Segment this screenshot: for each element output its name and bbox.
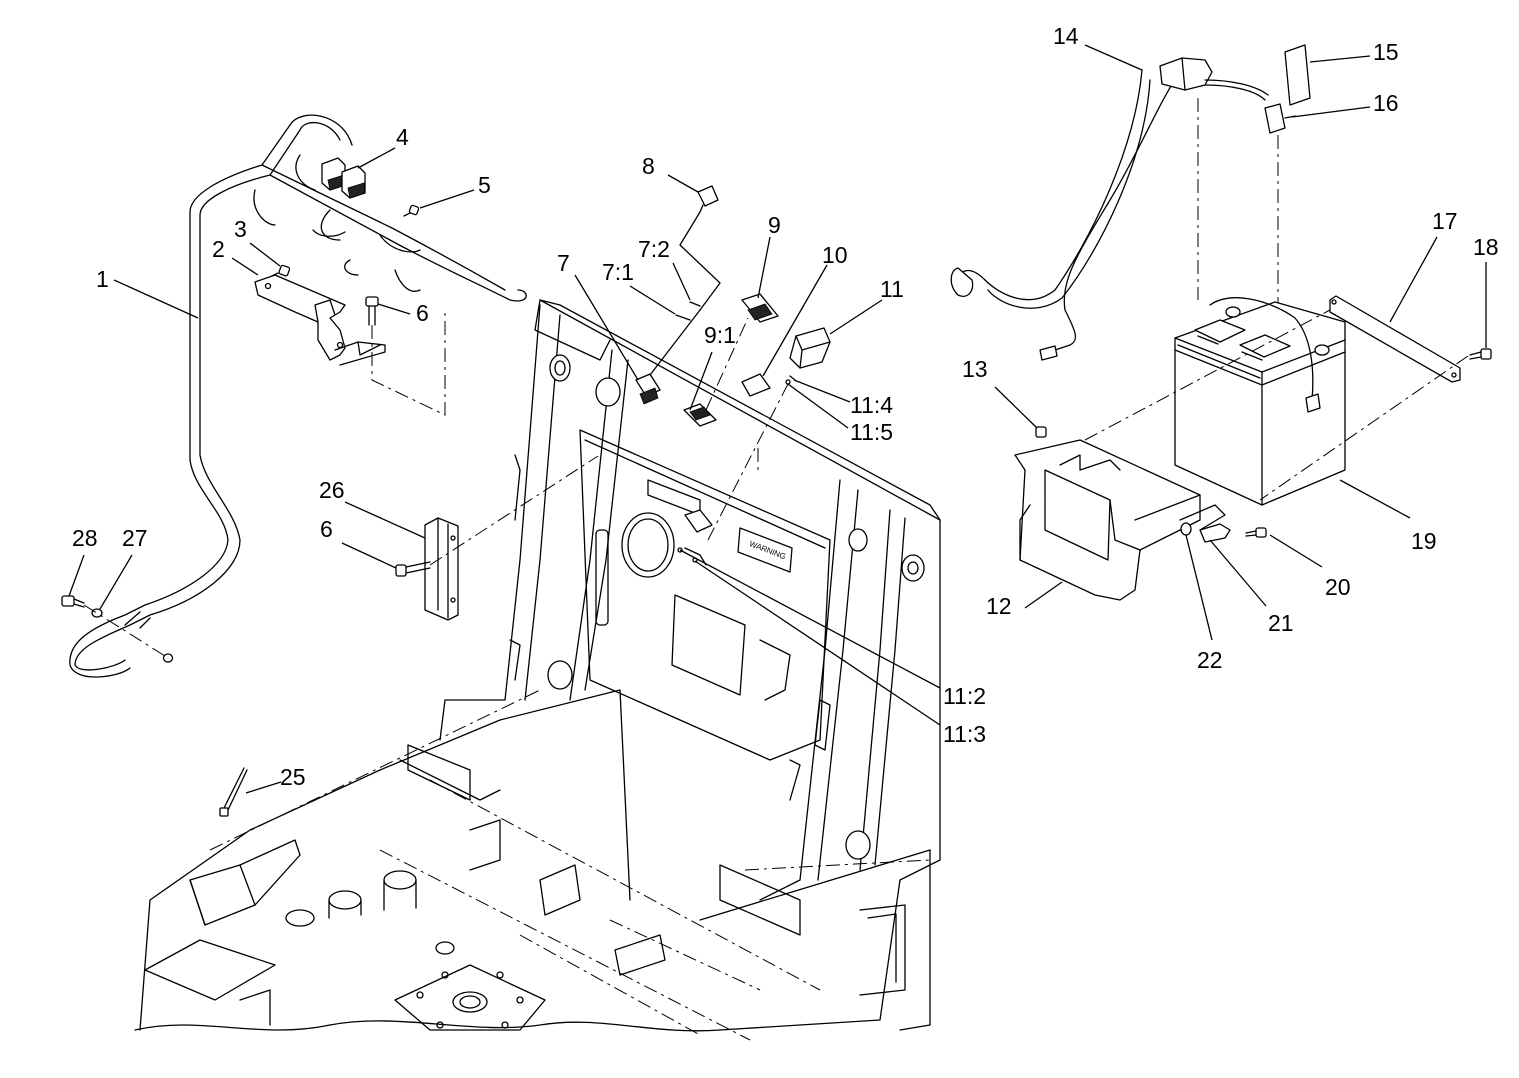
part-19-battery [1174, 297, 1346, 506]
callout-26: 26 [319, 477, 345, 503]
part-13-bolt [1035, 426, 1047, 438]
callout-28: 28 [72, 525, 98, 551]
callout-11-4: 11:4 [850, 392, 893, 418]
part-18-bolt [1469, 348, 1492, 360]
part-21-cable-end [1199, 523, 1231, 543]
callout-7-2: 7:2 [638, 236, 670, 262]
part-11-2-11-3-terminals [677, 509, 713, 566]
part-7-switch [635, 309, 701, 405]
part-1-tube [69, 114, 527, 678]
callout-11-2: 11:2 [943, 683, 986, 709]
centerline-switch [705, 317, 749, 411]
part-7-2-washer [689, 301, 701, 307]
callout-5: 5 [478, 172, 491, 198]
part-20-bolt [1245, 527, 1267, 538]
callout-6-lower: 6 [320, 516, 333, 542]
part-2-bracket [254, 274, 386, 366]
callout-20: 20 [1325, 574, 1351, 600]
part-10-plug [741, 373, 771, 397]
callout-4: 4 [396, 124, 409, 150]
callout-17: 17 [1432, 208, 1458, 234]
callout-10: 10 [822, 242, 848, 268]
part-25-cable-tie [219, 767, 248, 817]
part-6-bolt-lower [395, 561, 431, 577]
centerline-hold-down [1259, 355, 1469, 501]
callout-3: 3 [234, 216, 247, 242]
callout-11-3: 11:3 [943, 721, 986, 747]
centerline-tray [1084, 309, 1331, 441]
part-3-screw [271, 264, 291, 277]
part-8-key [679, 185, 721, 311]
callout-11: 11 [880, 276, 904, 302]
callout-13: 13 [962, 356, 988, 382]
centerline-bar [429, 455, 599, 566]
callout-18: 18 [1473, 234, 1499, 260]
part-7-1-nut [675, 314, 691, 321]
callout-12: 12 [986, 593, 1012, 619]
callout-7-1: 7:1 [602, 259, 634, 285]
callout-9-1: 9:1 [704, 322, 736, 348]
part-26-bar [424, 517, 459, 621]
part-28-bolt [61, 595, 85, 608]
part-16-terminal [1264, 103, 1296, 134]
callout-16: 16 [1373, 90, 1399, 116]
part-9-1-clip [683, 403, 717, 427]
callout-27: 27 [122, 525, 148, 551]
part-6-bolt-upper [365, 296, 379, 326]
callout-22: 22 [1197, 647, 1223, 673]
callout-14: 14 [1053, 23, 1079, 49]
part-22-nut [1180, 522, 1192, 536]
warning-decal: WARNING [737, 527, 793, 573]
centerline-bracket [371, 310, 446, 416]
part-27-washer [91, 608, 174, 663]
part-4-relays [321, 157, 366, 199]
callout-8: 8 [642, 153, 655, 179]
centerline-washer [83, 604, 166, 657]
part-14-wire-harness [950, 57, 1269, 361]
part-12-battery-tray [1014, 439, 1226, 601]
part-11-meter [785, 327, 831, 385]
centerline-meter [707, 379, 791, 541]
callout-6-upper: 6 [416, 300, 429, 326]
part-5-screw [403, 204, 420, 217]
callout-25: 25 [280, 764, 306, 790]
callout-15: 15 [1373, 39, 1399, 65]
callout-19: 19 [1411, 528, 1437, 554]
callout-7: 7 [557, 250, 570, 276]
main-frame: WARNING [134, 299, 941, 1041]
part-9-switch [741, 293, 779, 323]
callout-1: 1 [96, 266, 109, 292]
part-15-boot [1284, 44, 1311, 106]
callout-11-5: 11:5 [850, 419, 893, 445]
callout-9: 9 [768, 212, 781, 238]
callout-21: 21 [1268, 610, 1294, 636]
part-17-hold-down-bar [1329, 295, 1461, 383]
callout-labels: 1 2 3 4 5 6 6 7 7:1 7:2 8 9 9:1 10 11 11… [72, 23, 1499, 790]
leader-lines [68, 44, 1487, 794]
callout-2: 2 [212, 236, 225, 262]
